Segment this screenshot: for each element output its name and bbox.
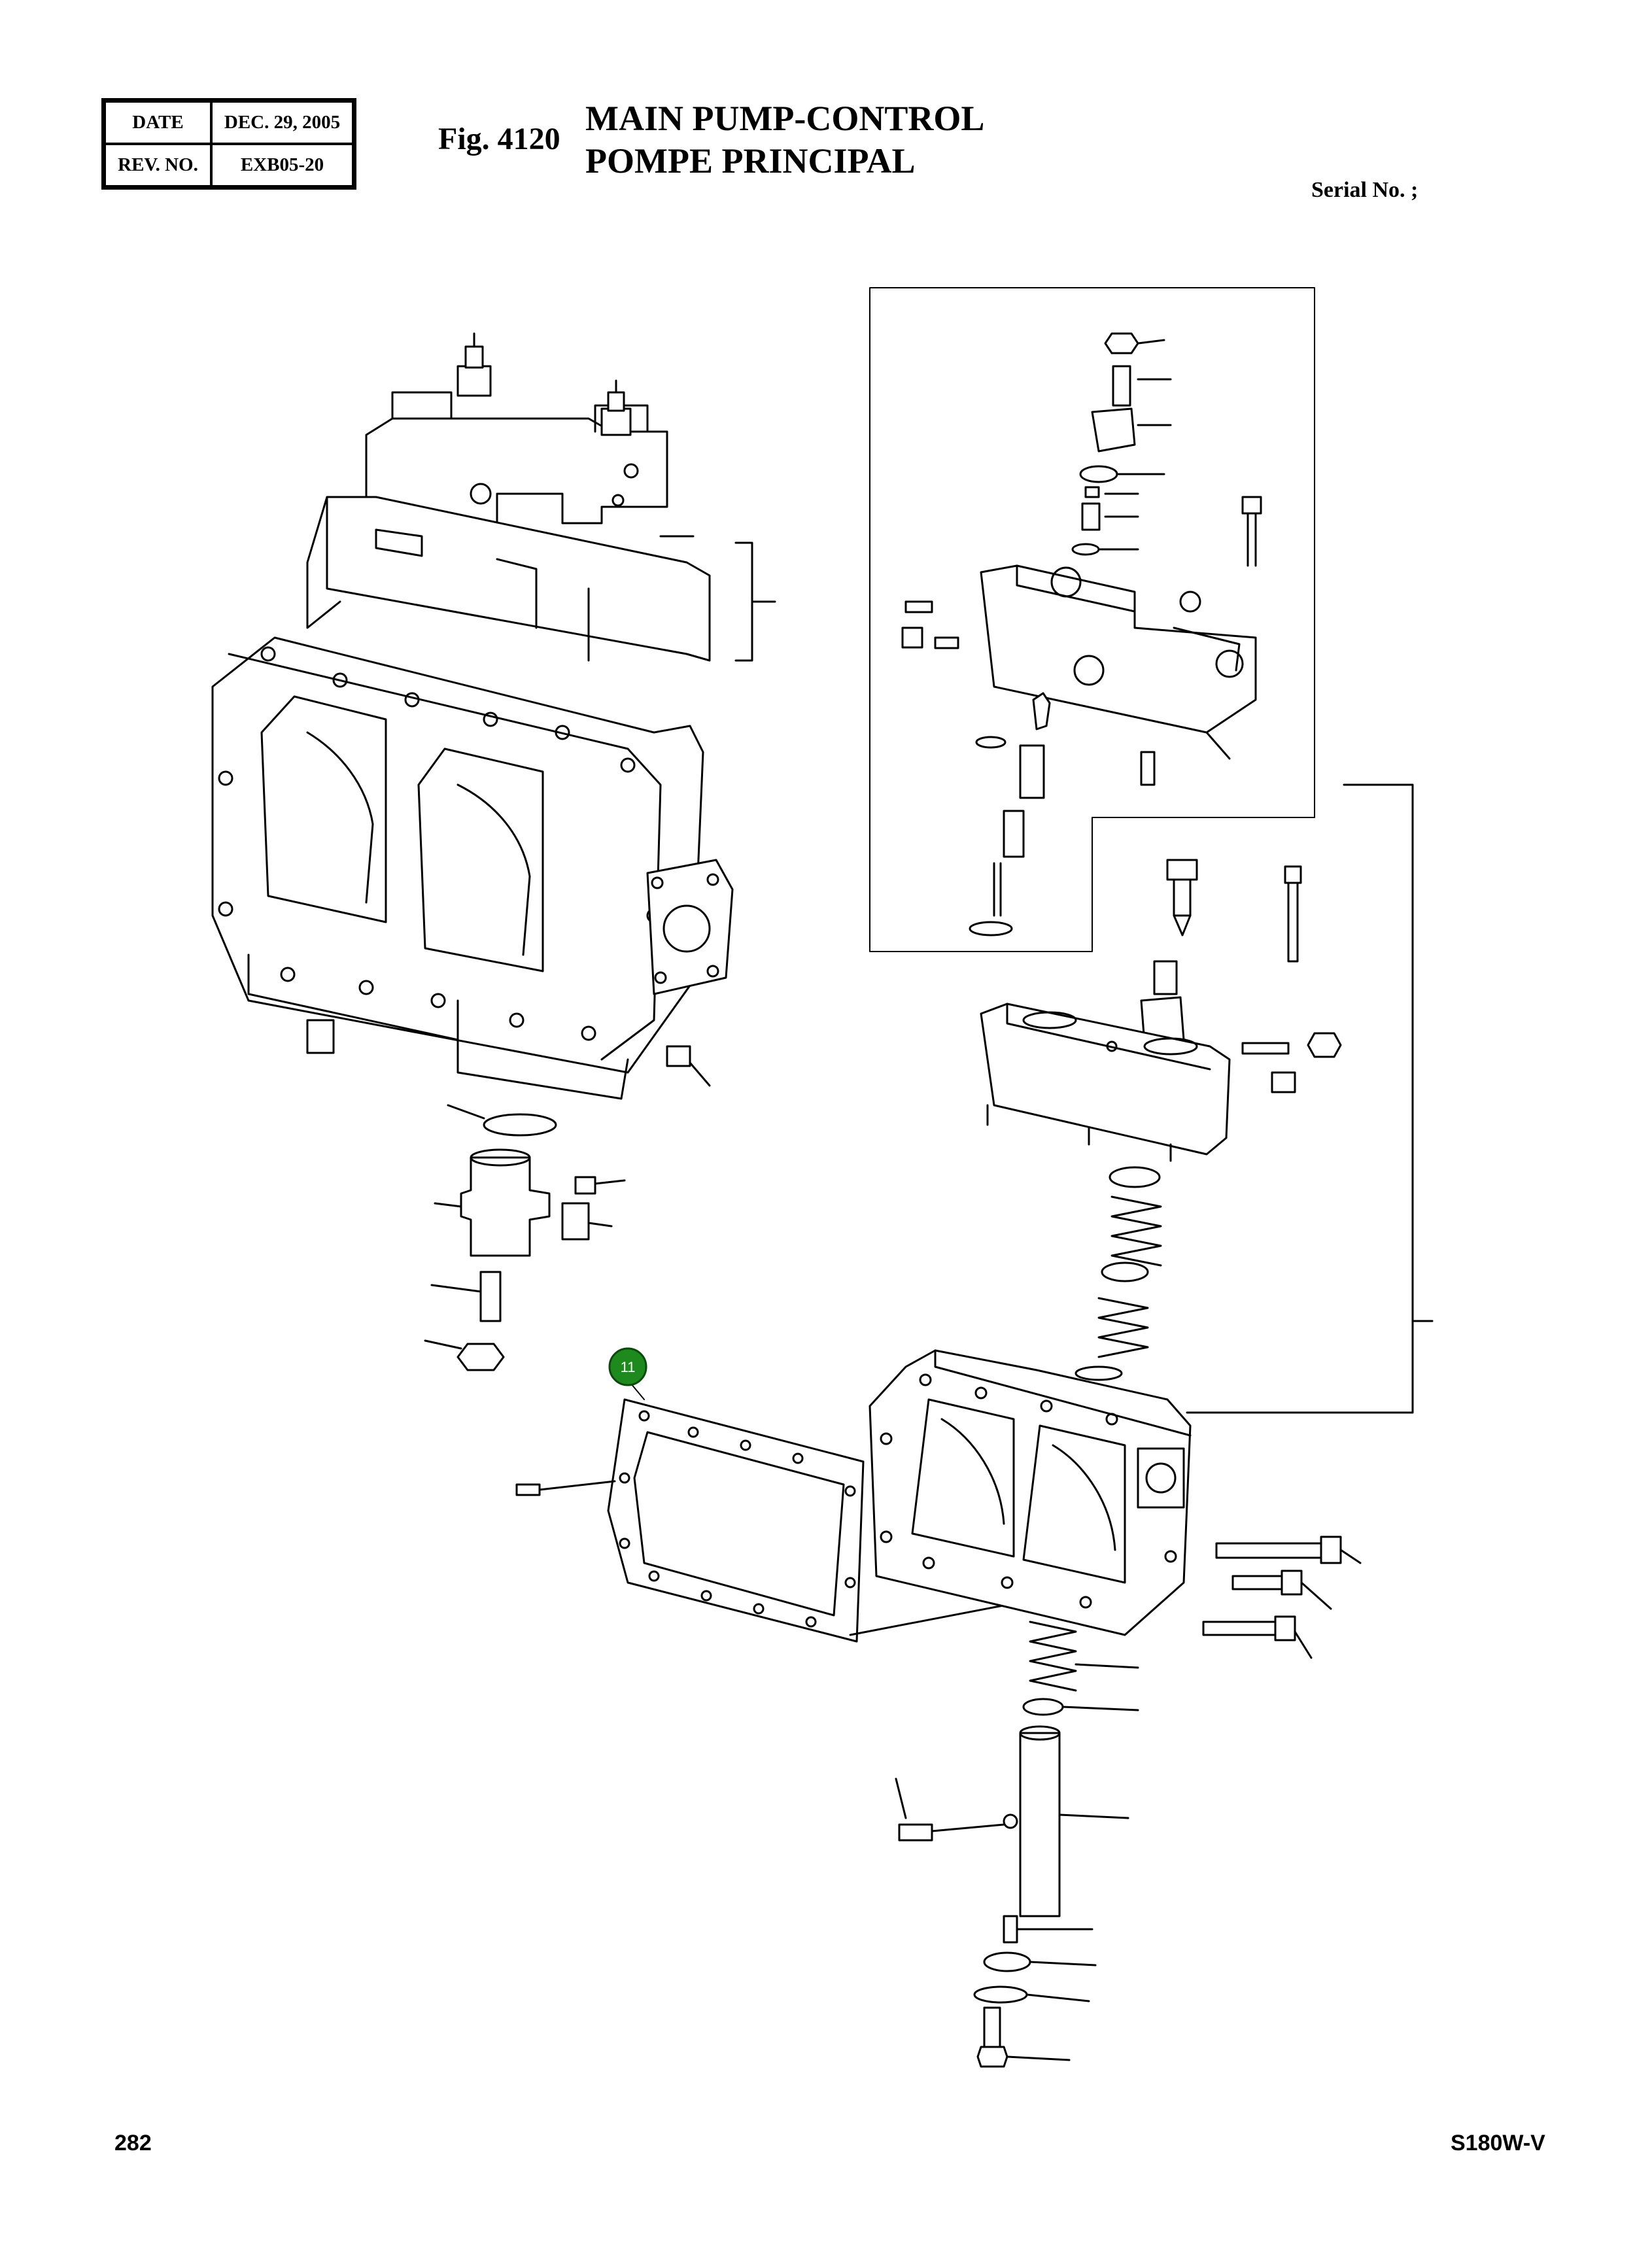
date-label: DATE <box>105 101 211 144</box>
left-lower-parts <box>424 1045 711 1371</box>
exploded-inset <box>869 287 1315 952</box>
date-value: DEC. 29, 2005 <box>211 101 353 144</box>
title-french: POMPE PRINCIPAL <box>585 141 916 180</box>
figure-number: Fig. 4120 <box>438 122 560 156</box>
revision-table: DATE DEC. 29, 2005 REV. NO. EXB05-20 <box>101 98 356 190</box>
model-number: S180W-V <box>1451 2131 1545 2155</box>
pump-assembly <box>211 332 776 1100</box>
right-exploded-parts <box>869 783 1434 2068</box>
rev-label: REV. NO. <box>105 144 211 186</box>
rev-value: EXB05-20 <box>211 144 353 186</box>
page-number: 282 <box>114 2131 152 2155</box>
callout-11-number: 11 <box>621 1359 636 1375</box>
gasket-part <box>515 1398 1022 1643</box>
title-english: MAIN PUMP-CONTROL <box>585 99 985 138</box>
serial-number: Serial No. ; <box>1311 178 1419 202</box>
callout-11[interactable]: 11 <box>608 1347 647 1400</box>
